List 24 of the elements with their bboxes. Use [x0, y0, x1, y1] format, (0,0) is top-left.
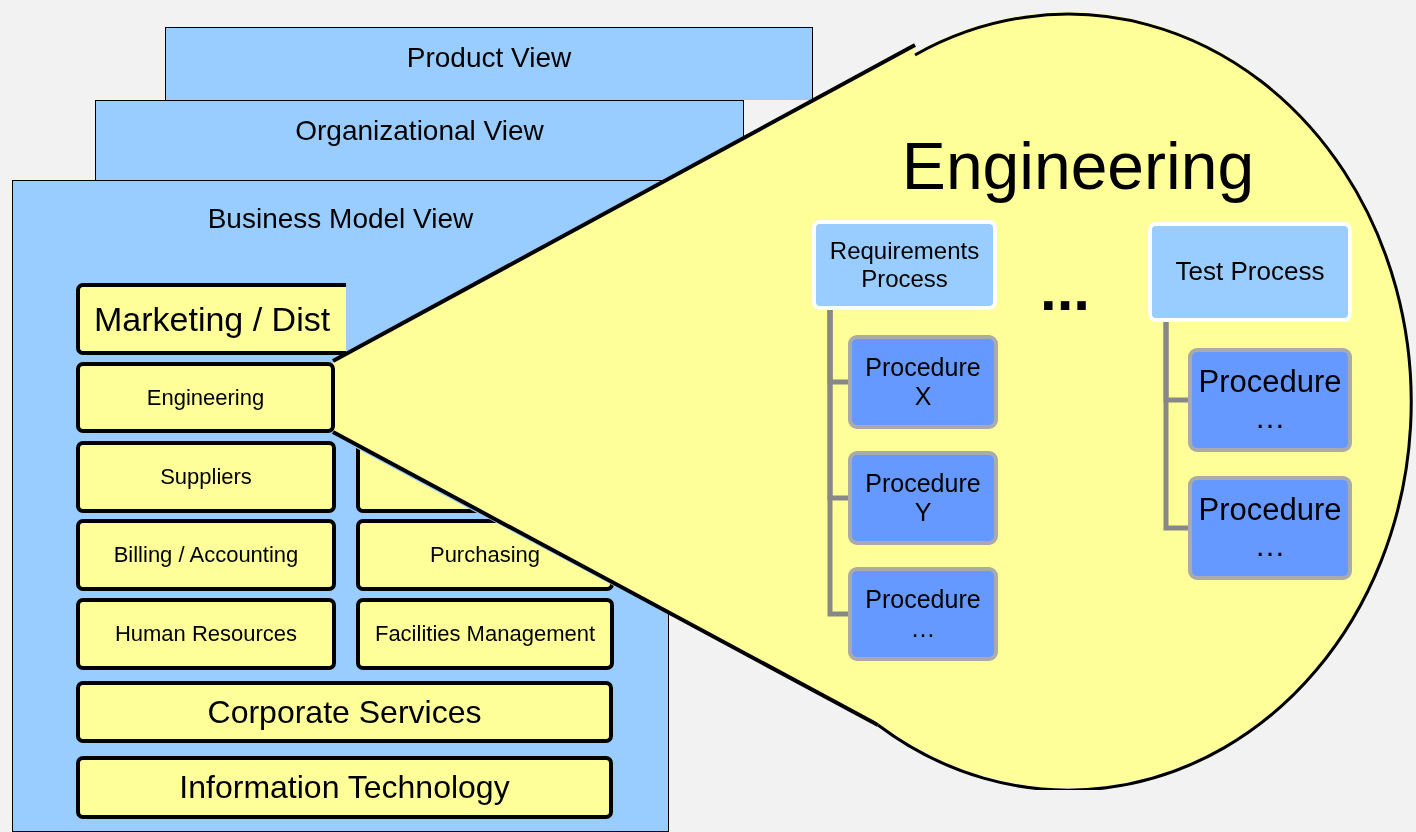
circle-title: Engineering — [900, 128, 1256, 204]
department-box: Information Technology — [76, 756, 613, 819]
panel-title: Organizational View — [294, 115, 545, 147]
panel-title: Business Model View — [206, 203, 475, 235]
department-box: Corporate Services — [76, 681, 613, 743]
view-panel — [165, 27, 813, 100]
procedure-box: Procedure Y — [848, 451, 998, 545]
department-box: Engineering — [76, 362, 335, 433]
view-panel — [95, 100, 744, 180]
department-box: Facilities Management — [356, 598, 614, 670]
procedure-box: Procedure … — [1188, 476, 1352, 580]
process-box: Test Process — [1148, 222, 1352, 322]
department-box: Human Resources — [76, 598, 336, 670]
tree-connector — [827, 310, 848, 617]
ellipsis-mark: ... — [1040, 255, 1090, 324]
department-box: Marketing / Dist — [76, 283, 346, 355]
department-box: Billing / Accounting — [76, 519, 336, 591]
procedure-box: Procedure … — [1188, 348, 1352, 452]
tree-connector — [1163, 322, 1188, 531]
department-box: Suppliers — [76, 441, 336, 513]
procedure-box: Procedure X — [848, 335, 998, 429]
procedure-box: Procedure … — [848, 567, 998, 661]
panel-title: Product View — [405, 42, 573, 74]
process-box: Requirements Process — [812, 220, 997, 310]
